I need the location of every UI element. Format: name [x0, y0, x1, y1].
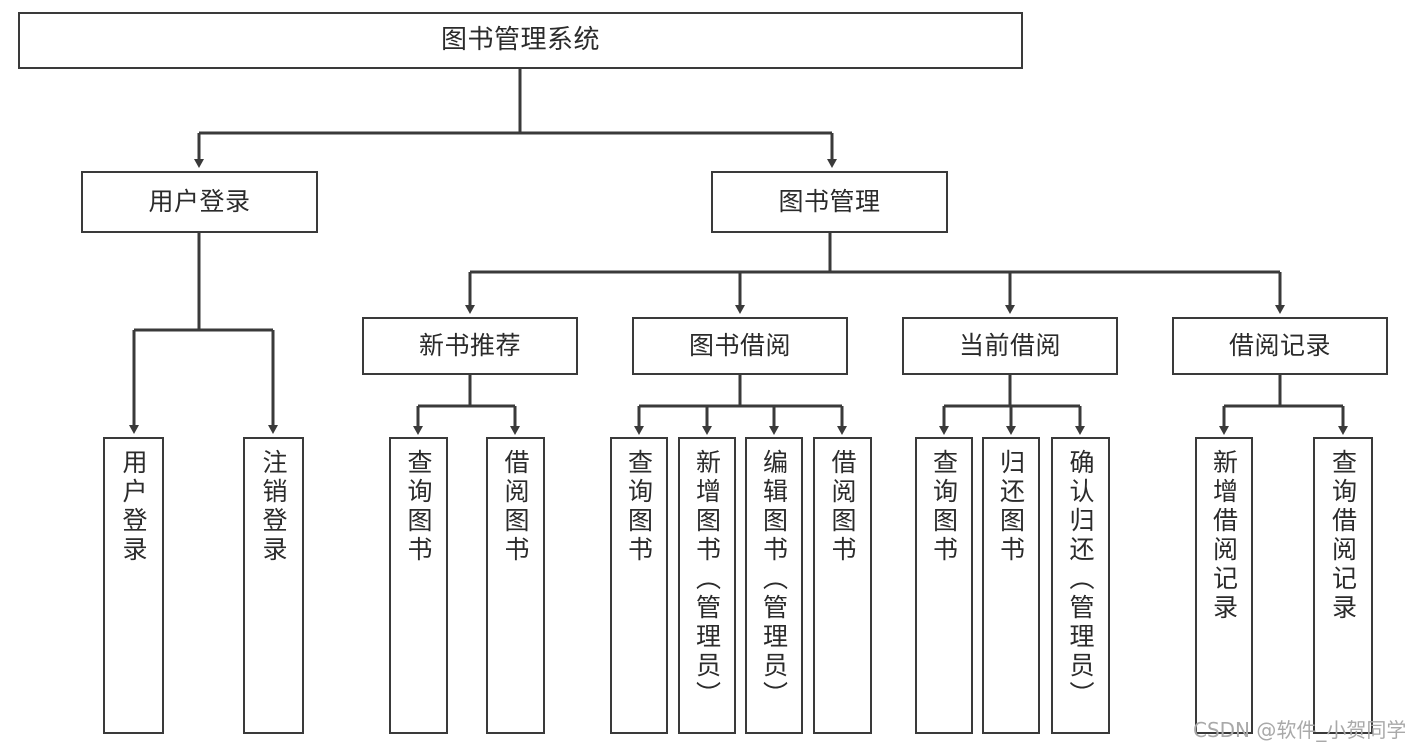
leaf-query-book-2-label: 查询图书	[624, 449, 654, 565]
leaf-edit-book[interactable]: 编辑图书（管理员）	[745, 437, 803, 734]
leaf-query-record[interactable]: 查询借阅记录	[1313, 437, 1373, 734]
leaf-add-record-label: 新增借阅记录	[1209, 449, 1239, 623]
node-borrow-record-label: 借阅记录	[1228, 331, 1331, 360]
leaf-add-record[interactable]: 新增借阅记录	[1195, 437, 1253, 734]
leaf-query-record-label: 查询借阅记录	[1328, 449, 1358, 623]
node-root-label: 图书管理系统	[440, 24, 600, 55]
node-book-manage-label: 图书管理	[778, 187, 881, 216]
node-user-login-label: 用户登录	[148, 187, 251, 216]
leaf-user-login[interactable]: 用户登录	[103, 437, 164, 734]
node-user-login[interactable]: 用户登录	[81, 171, 318, 233]
node-new-book-recommend-label: 新书推荐	[418, 331, 521, 360]
node-current-borrow[interactable]: 当前借阅	[902, 317, 1118, 375]
leaf-borrow-book-1-label: 借阅图书	[501, 449, 530, 565]
node-book-borrow-label: 图书借阅	[688, 331, 791, 360]
leaf-query-book-1[interactable]: 查询图书	[389, 437, 448, 734]
leaf-query-book-2[interactable]: 查询图书	[610, 437, 668, 734]
node-root[interactable]: 图书管理系统	[18, 12, 1023, 69]
leaf-user-logout[interactable]: 注销登录	[243, 437, 304, 734]
leaf-borrow-book-2-label: 借阅图书	[828, 449, 857, 565]
leaf-borrow-book-2[interactable]: 借阅图书	[813, 437, 872, 734]
leaf-edit-book-label: 编辑图书（管理员）	[759, 449, 789, 710]
leaf-user-login-label: 用户登录	[119, 449, 148, 565]
leaf-return-book-label: 归还图书	[996, 449, 1026, 565]
leaf-add-book-label: 新增图书（管理员）	[692, 449, 722, 710]
node-borrow-record[interactable]: 借阅记录	[1172, 317, 1388, 375]
leaf-confirm-return[interactable]: 确认归还（管理员）	[1051, 437, 1110, 734]
node-current-borrow-label: 当前借阅	[958, 331, 1061, 360]
csdn-watermark: CSDN @软件_小贺同学	[1193, 718, 1405, 742]
leaf-query-book-3-label: 查询图书	[929, 449, 959, 565]
node-new-book-recommend[interactable]: 新书推荐	[362, 317, 578, 375]
leaf-user-logout-label: 注销登录	[259, 449, 288, 565]
leaf-add-book[interactable]: 新增图书（管理员）	[678, 437, 736, 734]
leaf-borrow-book-1[interactable]: 借阅图书	[486, 437, 545, 734]
leaf-return-book[interactable]: 归还图书	[982, 437, 1040, 734]
node-book-manage[interactable]: 图书管理	[711, 171, 948, 233]
leaf-confirm-return-label: 确认归还（管理员）	[1066, 449, 1095, 710]
leaf-query-book-1-label: 查询图书	[404, 449, 433, 565]
node-book-borrow[interactable]: 图书借阅	[632, 317, 848, 375]
leaf-query-book-3[interactable]: 查询图书	[915, 437, 973, 734]
